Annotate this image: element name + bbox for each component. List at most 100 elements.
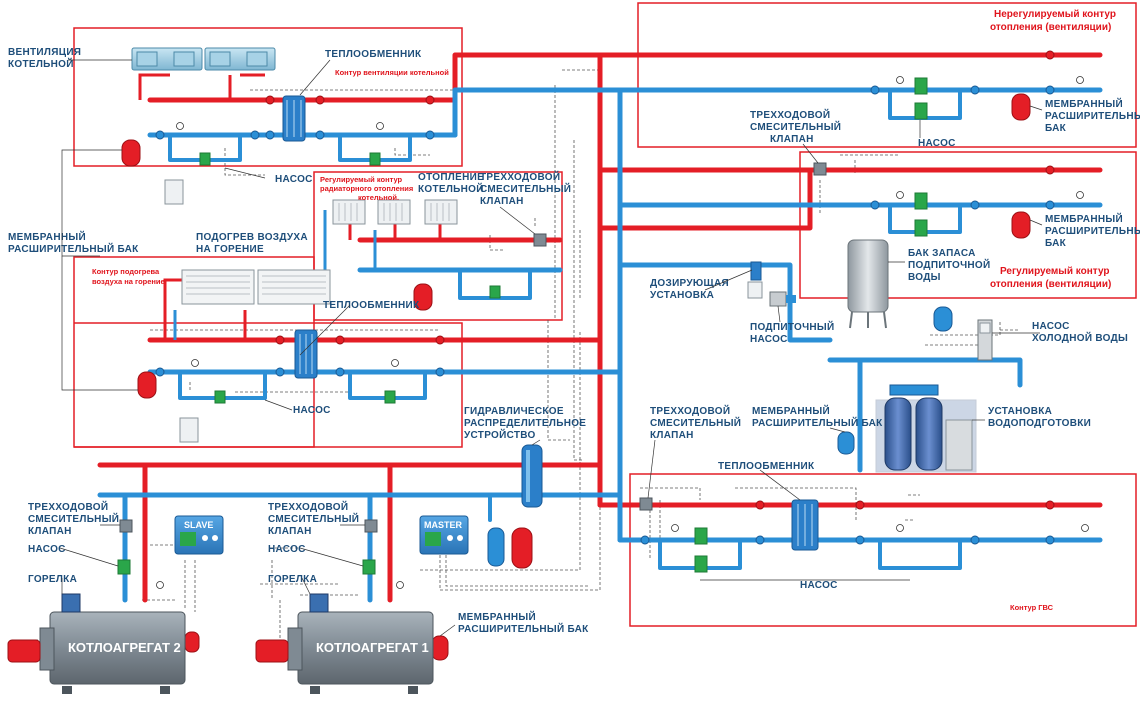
dhw-circuit-label: Контур ГВС [1010,603,1054,612]
vent-boiler-label-1: ВЕНТИЛЯЦИЯ [8,47,81,58]
pump-b2-label: НАСОС [28,544,66,555]
water-treatment-label-1: УСТАНОВКА [988,406,1052,417]
makeup-tank-label-2: ПОДПИТОЧНОЙ [908,258,991,271]
air-heating-label-1: ПОДОГРЕВ ВОЗДУХА [196,232,308,243]
radiator-circuit-label-2: радиаторного отопления [320,184,413,193]
three-way-mid-label-3: КЛАПАН [480,196,524,207]
heat-exchanger-dhw [791,499,819,551]
pump-dhw-label: НАСОС [800,580,838,591]
boiler-heating-label-2: КОТЕЛЬНОЙ [418,182,484,195]
boiler-1-icon [255,611,434,694]
air-heater-icon [181,269,331,305]
membrane-left-label-2: РАСШИРИТЕЛЬНЫЙ БАК [8,242,139,255]
boiler-1-label: КОТЛОАГРЕГАТ 1 [316,640,429,655]
reg-circuit-label-2: отопления (вентиляции) [990,279,1111,290]
unreg-circuit-label-2: отопления (вентиляции) [990,22,1111,33]
membrane-tank-icons [121,93,1031,661]
hydro-label-1: ГИДРАВЛИЧЕСКОЕ [464,406,564,417]
three-way-b1-label-2: СМЕСИТЕЛЬНЫЙ [268,512,359,525]
circuit-frames [73,2,1137,627]
three-way-mid-label-1: ТРЕХХОДОВОЙ [480,170,560,183]
makeup-tank-label-3: ВОДЫ [908,272,941,283]
makeup-pump-label-1: ПОДПИТОЧНЫЙ [750,320,835,333]
heat-exchanger-vent [282,95,306,142]
dosing-unit-icon [747,261,763,299]
slave-label: SLAVE [184,520,213,530]
air-circuit-label-2: воздуха на горение [92,277,165,286]
slave-controller-icon [174,515,224,555]
heat-exchanger-air [294,329,318,379]
leader-lines [59,59,1043,637]
control-lines [30,69,1020,661]
membrane-r2-label-3: БАК [1045,238,1067,249]
master-label: MASTER [424,520,463,530]
boiler-2-label: КОТЛОАГРЕГАТ 2 [68,640,181,655]
membrane-r1-label-3: БАК [1045,123,1067,134]
three-way-b1-label-1: ТРЕХХОДОВОЙ [268,500,348,513]
heat-exchanger-2-label: ТЕПЛООБМЕННИК [323,300,420,311]
reg-circuit-frame [799,151,1137,299]
membrane-bottom-label-1: МЕМБРАННЫЙ [458,610,536,623]
membrane-r1-label-2: РАСШИРИТЕЛЬНЫЙ [1045,109,1140,122]
pump-1-label: НАСОС [275,174,313,185]
unreg-circuit-frame [637,2,1137,148]
vent-circuit-label: Контур вентиляции котельной [335,68,449,77]
master-controller-icon [419,515,469,555]
text-labels: ВЕНТИЛЯЦИЯ КОТЕЛЬНОЙ ТЕПЛООБМЕННИК Конту… [8,9,1140,655]
heat-exchanger-1-label: ТЕПЛООБМЕННИК [325,49,422,60]
membrane-bottom-label-2: РАСШИРИТЕЛЬНЫЙ БАК [458,622,589,635]
valve-icons [155,85,1055,545]
pump-2-label: НАСОС [293,405,331,416]
membrane-r2-label-2: РАСШИРИТЕЛЬНЫЙ [1045,224,1140,237]
membrane-dhw-label-1: МЕМБРАННЫЙ [752,404,830,417]
three-way-b2-label-1: ТРЕХХОДОВОЙ [28,500,108,513]
membrane-dhw-label-2: РАСШИРИТЕЛЬНЫЙ БАК [752,416,883,429]
radiator-icon [332,199,458,225]
pump-icons [117,77,928,575]
heat-exchanger-dhw-label: ТЕПЛООБМЕННИК [718,461,815,472]
three-way-b2-label-3: КЛАПАН [28,526,72,537]
hydro-label-2: РАСПРЕДЕЛИТЕЛЬНОЕ [464,418,586,429]
air-circuit-label-1: Контур подогрева [92,267,160,276]
dosing-label-1: ДОЗИРУЮЩАЯ [650,278,729,289]
reg-circuit-label-1: Регулируемый контур [1000,266,1109,277]
dhw-circuit-frame [629,473,1137,627]
three-way-valve-icons [119,162,827,533]
air-circuit-frame-b [74,322,463,448]
boiler-2-icon [7,611,186,694]
cold-water-pump-icon [977,319,993,361]
cold-pump-label-2: ХОЛОДНОЙ ВОДЫ [1032,331,1128,344]
dosing-label-2: УСТАНОВКА [650,290,714,301]
three-way-dhw-label-1: ТРЕХХОДОВОЙ [650,404,730,417]
makeup-tank-label-1: БАК ЗАПАСА [908,248,976,259]
makeup-pump-label-2: НАСОС [750,334,788,345]
vent-boiler-label-2: КОТЕЛЬНОЙ [8,57,74,70]
pump-b1-label: НАСОС [268,544,306,555]
hydraulic-separator-icon [521,444,543,508]
air-heating-label-2: НА ГОРЕНИЕ [196,244,264,255]
three-way-b2-label-2: СМЕСИТЕЛЬНЫЙ [28,512,119,525]
three-way-mid-label-2: СМЕСИТЕЛЬНЫЙ [480,182,571,195]
water-treatment-icon [875,384,977,473]
radiator-circuit-label-1: Регулируемый контур [320,175,403,184]
cold-pump-label-1: НАСОС [1032,321,1070,332]
radiator-circuit-label-3: котельной. [358,193,399,202]
vent-unit-icon [131,47,276,71]
three-way-right-label-3: КЛАПАН [770,134,814,145]
pump-r1-label: НАСОС [918,138,956,149]
radiator-circuit-frame [313,171,563,321]
makeup-tank-icon [847,239,889,329]
boiler-heating-label-1: ОТОПЛЕНИЕ [418,172,484,183]
membrane-r1-label-1: МЕМБРАННЫЙ [1045,97,1123,110]
burner-b1-label: ГОРЕЛКА [268,574,317,585]
three-way-b1-label-3: КЛАПАН [268,526,312,537]
vent-circuit-frame [73,27,463,167]
three-way-dhw-label-2: СМЕСИТЕЛЬНЫЙ [650,416,741,429]
three-way-dhw-label-3: КЛАПАН [650,430,694,441]
three-way-right-label-2: СМЕСИТЕЛЬНЫЙ [750,120,841,133]
hydro-label-3: УСТРОЙСТВО [464,428,536,441]
three-way-right-label-1: ТРЕХХОДОВОЙ [750,108,830,121]
water-treatment-label-2: ВОДОПОДГОТОВКИ [988,418,1091,429]
